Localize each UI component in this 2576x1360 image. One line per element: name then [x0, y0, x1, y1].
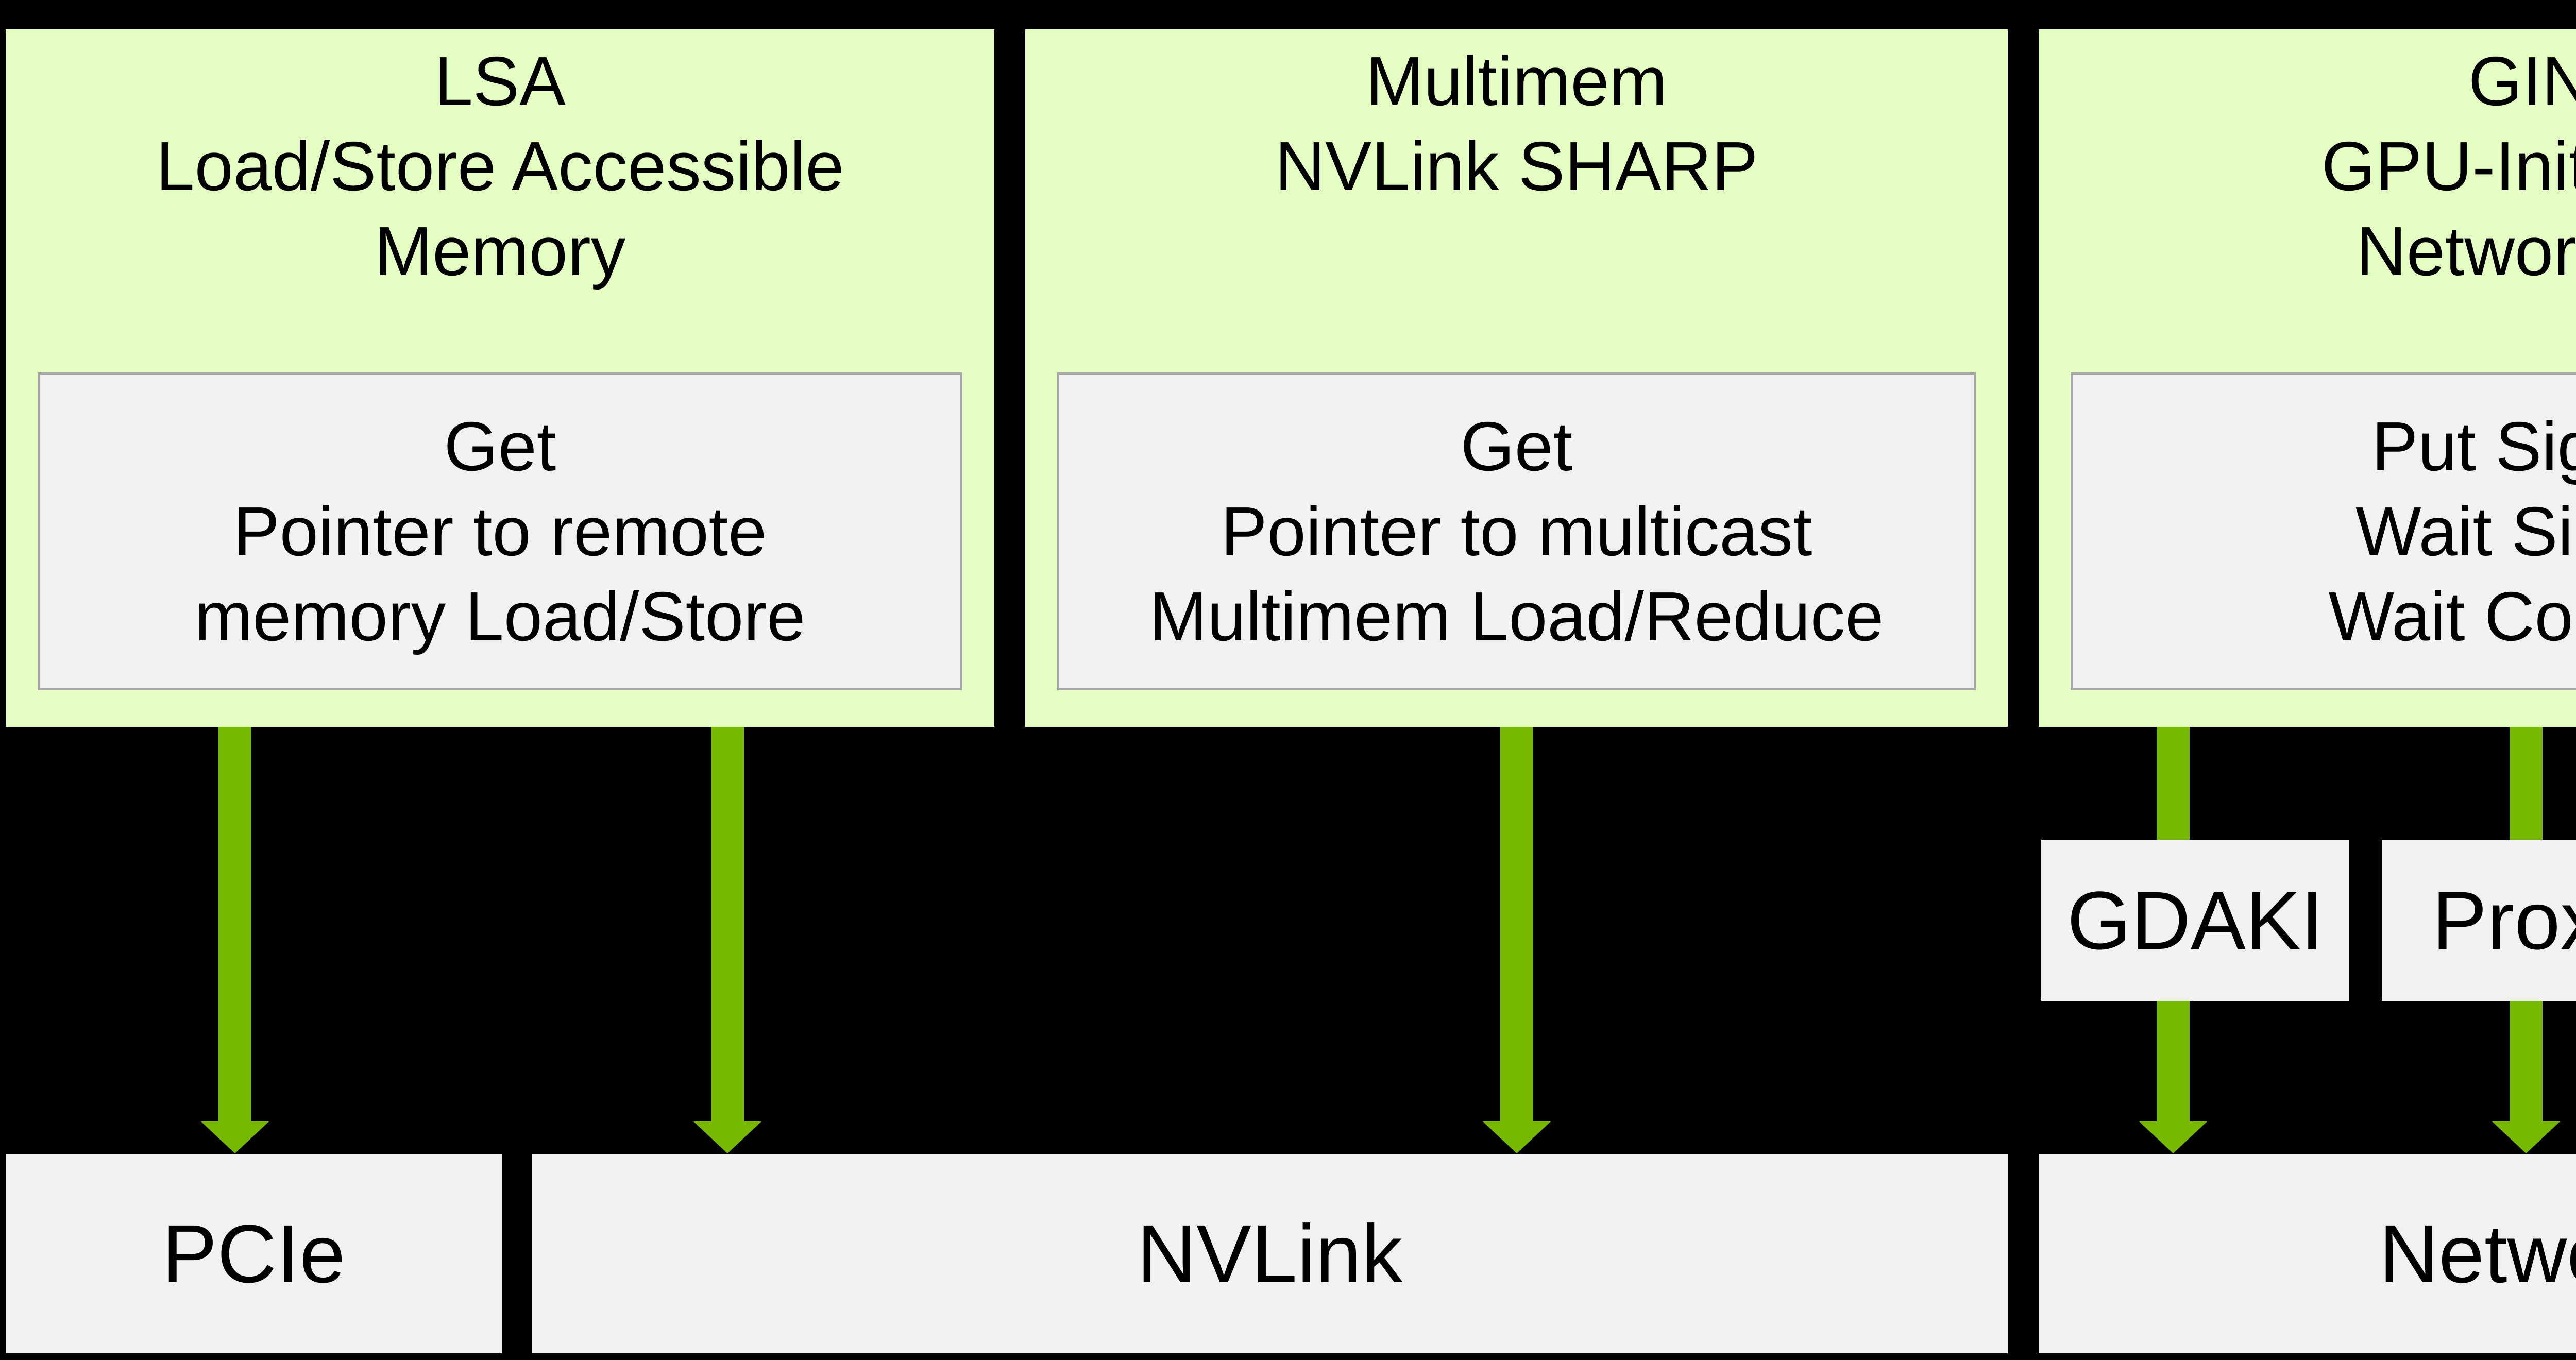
transport-label: NVLink — [1137, 1207, 1403, 1300]
arrow-head — [1483, 1121, 1551, 1153]
transport-box-network: Network — [2039, 1154, 2576, 1353]
panel-lsa-api-box: Get Pointer to remote memory Load/Store — [38, 372, 962, 690]
down-arrow-multimem-to-nvlink — [1483, 727, 1551, 1153]
backend-label: GDAKI — [2067, 874, 2324, 966]
arrow-stem — [1500, 727, 1533, 1123]
panel-multimem-title: Multimem NVLink SHARP — [1275, 42, 1758, 205]
transport-box-pcie: PCIe — [6, 1154, 502, 1353]
panel-gin-title: GIN GPU-Initiated Networking — [2321, 42, 2576, 290]
down-arrow-lsa-to-nvlink — [693, 727, 761, 1153]
panel-lsa-title: LSA Load/Store Accessible Memory — [156, 42, 844, 290]
transport-box-nvlink: NVLink — [532, 1154, 2008, 1353]
arrow-head — [693, 1121, 761, 1153]
backend-label: Proxy — [2432, 874, 2576, 966]
arrow-head — [2492, 1121, 2560, 1153]
panel-lsa: LSA Load/Store Accessible Memory Get Poi… — [6, 29, 994, 727]
panel-gin: GIN GPU-Initiated Networking Put Signal … — [2039, 29, 2576, 727]
arrow-head — [2139, 1121, 2207, 1153]
panel-multimem: Multimem NVLink SHARP Get Pointer to mul… — [1025, 29, 2008, 727]
arrow-head — [201, 1121, 269, 1153]
arrow-stem — [218, 727, 251, 1123]
backend-box-proxy: Proxy — [2382, 840, 2576, 1001]
panel-multimem-api-box: Get Pointer to multicast Multimem Load/R… — [1057, 372, 1976, 690]
arrow-stem — [711, 727, 744, 1123]
backend-box-gdaki: GDAKI — [2041, 840, 2349, 1001]
down-arrow-lsa-to-pcie — [201, 727, 269, 1153]
transport-label: Network — [2379, 1207, 2576, 1300]
transport-label: PCIe — [162, 1207, 346, 1300]
panel-gin-api-box: Put Signal Wait Signal Wait Counter — [2071, 372, 2576, 690]
